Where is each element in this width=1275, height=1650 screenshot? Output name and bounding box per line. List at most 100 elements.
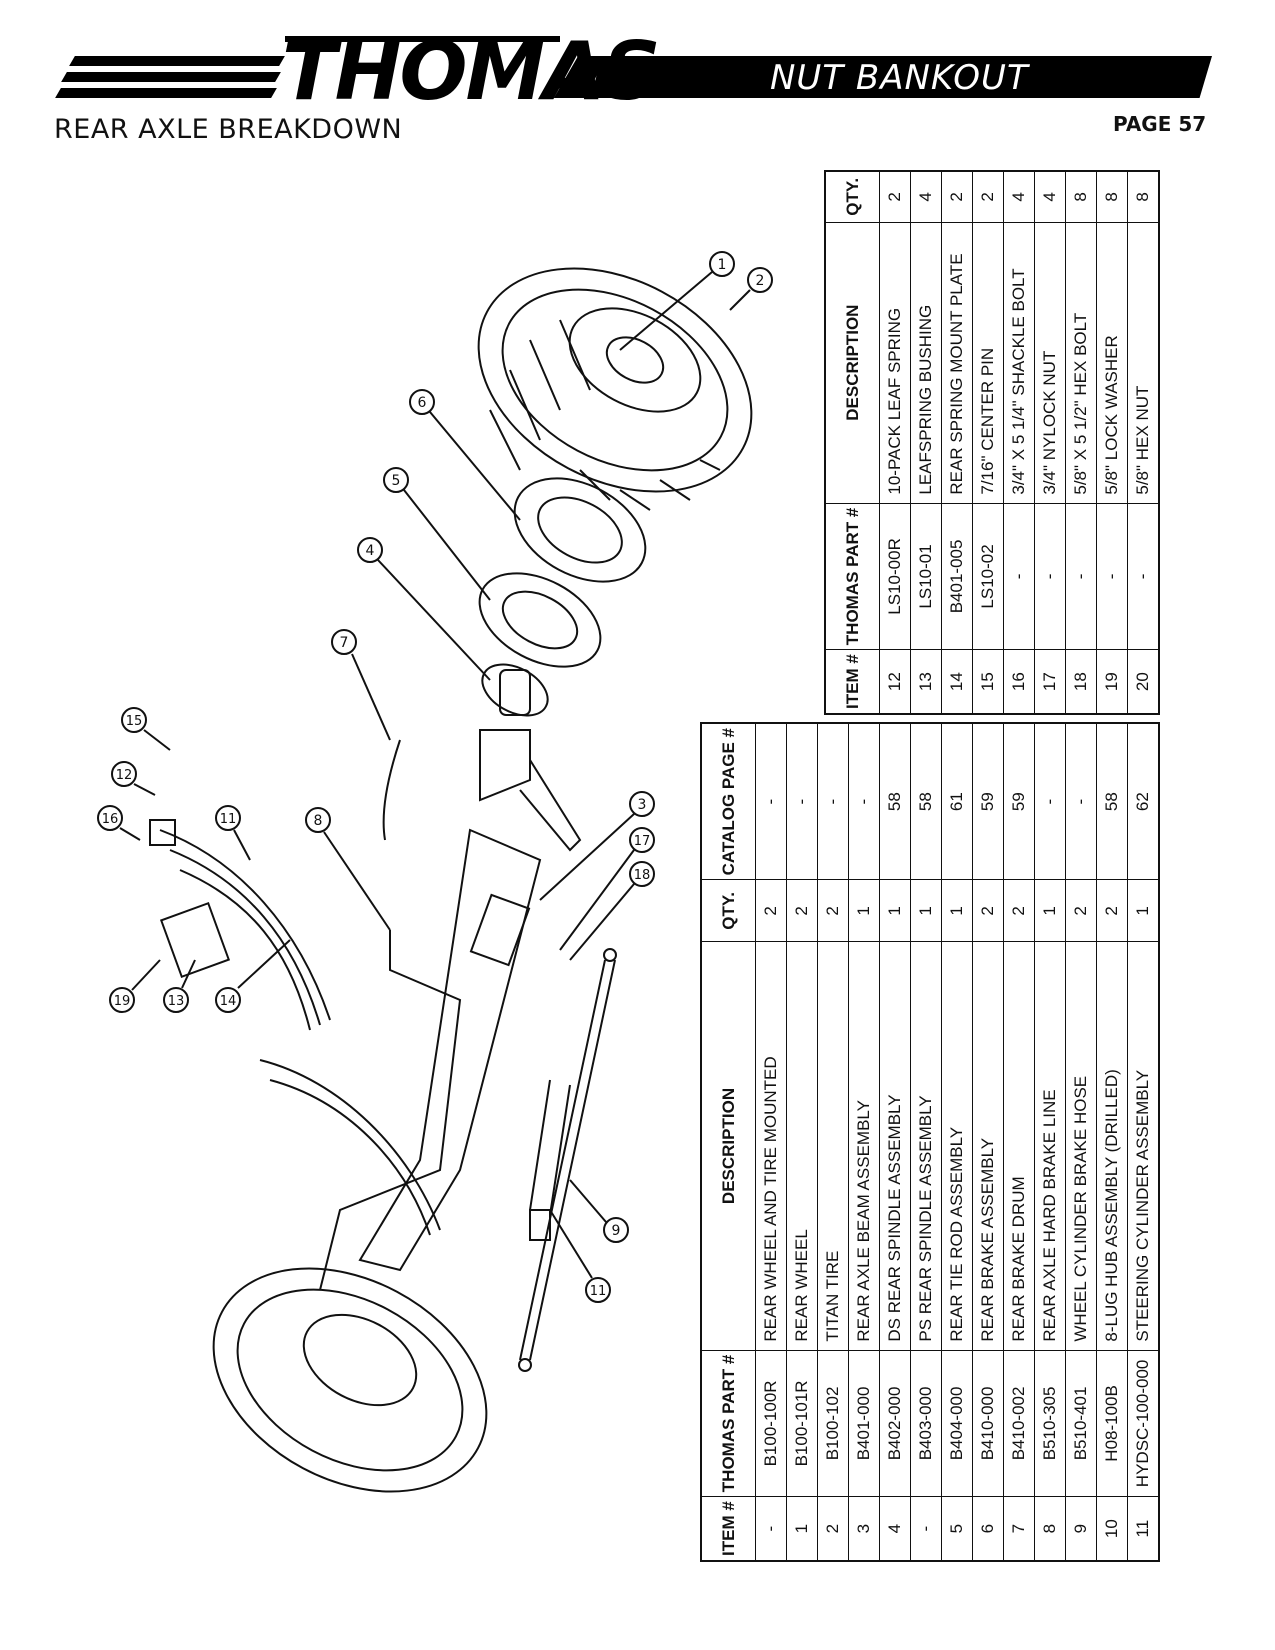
row-description: REAR AXLE BEAM ASSEMBLY	[848, 941, 879, 1351]
row-description: TITAN TIRE	[817, 941, 848, 1351]
svg-text:11: 11	[220, 812, 237, 827]
table-header-row: ITEM # THOMAS PART # DESCRIPTION QTY.	[825, 171, 879, 714]
row-qty: 2	[879, 171, 910, 223]
svg-text:3: 3	[638, 797, 647, 813]
row-part-number: H08-100B	[1096, 1350, 1127, 1497]
row-description: DS REAR SPINDLE ASSEMBLY	[879, 941, 910, 1351]
row-item: 1	[786, 1496, 817, 1561]
row-description: 5/8" X 5 1/2" HEX BOLT	[1065, 222, 1096, 504]
row-description: 8-LUG HUB ASSEMBLY (DRILLED)	[1096, 941, 1127, 1351]
svg-text:9: 9	[612, 1223, 621, 1239]
row-part-number: B404-000	[941, 1350, 972, 1497]
row-item: 20	[1127, 649, 1159, 714]
row-description: REAR BRAKE ASSEMBLY	[972, 941, 1003, 1351]
row-item: 13	[910, 649, 941, 714]
callout-9: 7	[331, 629, 391, 741]
hub-spindle	[479, 663, 582, 852]
row-description: LEAFSPRING BUSHING	[910, 222, 941, 504]
spring-mount-plate	[159, 901, 231, 979]
row-qty: 2	[817, 879, 848, 942]
row-qty: 1	[879, 879, 910, 942]
row-part-number: B410-002	[1003, 1350, 1034, 1497]
row-item: -	[755, 1496, 786, 1561]
row-description: REAR TIE ROD ASSEMBLY	[941, 941, 972, 1351]
row-qty: 1	[1127, 879, 1159, 942]
product-banner	[590, 56, 1212, 98]
row-catalog-page: 58	[879, 723, 910, 880]
row-qty: 2	[755, 879, 786, 942]
callout-2: 2	[729, 267, 773, 311]
row-part-number: B401-000	[848, 1350, 879, 1497]
row-catalog-page: 58	[1096, 723, 1127, 880]
row-part-number: B100-102	[817, 1350, 848, 1497]
row-description: 3/4" X 5 1/4" SHACKLE BOLT	[1003, 222, 1034, 504]
svg-text:16: 16	[102, 812, 119, 827]
row-catalog-page: 61	[941, 723, 972, 880]
svg-text:8: 8	[314, 813, 323, 829]
header-stripe	[55, 88, 277, 98]
row-catalog-page: -	[1065, 723, 1096, 880]
row-item: 9	[1065, 1496, 1096, 1561]
row-item: 16	[1003, 649, 1034, 714]
page-title: REAR AXLE BREAKDOWN	[54, 114, 403, 145]
row-item: 2	[817, 1496, 848, 1561]
callout-17: 16	[97, 805, 141, 841]
row-description: REAR WHEEL AND TIRE MOUNTED	[755, 941, 786, 1351]
row-item: 14	[941, 649, 972, 714]
row-part-number: -	[1003, 503, 1034, 650]
axle-beam	[358, 828, 542, 1272]
row-item: 5	[941, 1496, 972, 1561]
row-part-number: B100-101R	[786, 1350, 817, 1497]
main-parts-table: ITEM # THOMAS PART # DESCRIPTION QTY. CA…	[700, 722, 1160, 1562]
row-part-number: LS10-00R	[879, 503, 910, 650]
svg-text:2: 2	[756, 273, 765, 289]
row-part-number: B510-305	[1034, 1350, 1065, 1497]
hardware-table: ITEM # THOMAS PART # DESCRIPTION QTY. 12…	[824, 170, 1160, 715]
row-item: 18	[1065, 649, 1096, 714]
row-item: 11	[1127, 1496, 1159, 1561]
header-description: DESCRIPTION	[701, 941, 755, 1351]
row-qty: 4	[910, 171, 941, 223]
row-description: WHEEL CYLINDER BRAKE HOSE	[1065, 941, 1096, 1351]
row-qty: 2	[972, 171, 1003, 223]
callout-20: 18	[569, 861, 655, 961]
row-item: 4	[879, 1496, 910, 1561]
header-qty: QTY.	[825, 171, 879, 223]
row-description: 3/4" NYLOCK NUT	[1034, 222, 1065, 504]
row-catalog-page: -	[848, 723, 879, 880]
callout-6: 5	[383, 467, 491, 601]
svg-text:4: 4	[366, 543, 375, 559]
row-item: -	[910, 1496, 941, 1561]
header-catalog-page: CATALOG PAGE #	[701, 723, 755, 880]
upper-leaf-spring	[149, 819, 331, 1031]
page-header: THOMAS NUT BANKOUT REAR AXLE BREAKDOWN P…	[0, 0, 1275, 150]
page-number: PAGE 57	[1113, 112, 1207, 136]
row-description: REAR AXLE HARD BRAKE LINE	[1034, 941, 1065, 1351]
row-part-number: B403-000	[910, 1350, 941, 1497]
header-item: ITEM #	[825, 649, 879, 714]
row-description: 7/16" CENTER PIN	[972, 222, 1003, 504]
row-part-number: -	[1034, 503, 1065, 650]
brake-drum	[513, 477, 647, 583]
row-qty: 1	[910, 879, 941, 942]
row-qty: 2	[1065, 879, 1096, 942]
row-qty: 2	[1003, 879, 1034, 942]
brake-hose	[382, 739, 401, 841]
row-item: 19	[1096, 649, 1127, 714]
callout-15: 14	[215, 939, 291, 1013]
table-header-row: ITEM # THOMAS PART # DESCRIPTION QTY. CA…	[701, 723, 755, 1561]
brake-assembly	[478, 572, 602, 668]
callout-12: 11	[215, 805, 251, 861]
